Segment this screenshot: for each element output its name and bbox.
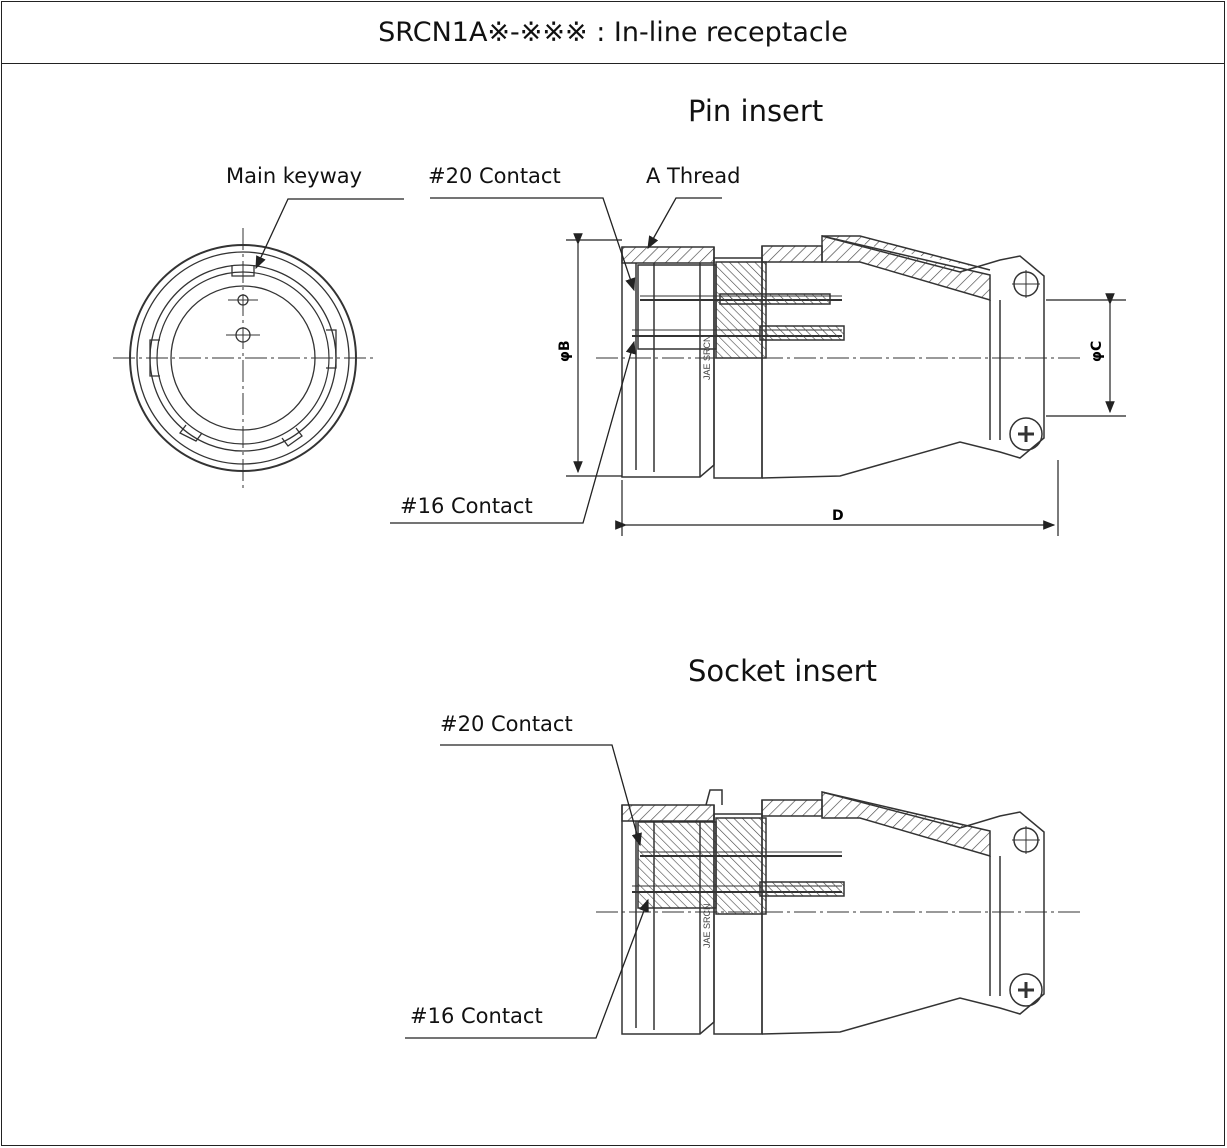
dimension-phi-c: φC (1089, 341, 1105, 362)
dimension-d: D (832, 508, 844, 524)
pin-contact16-label: #16 Contact (400, 494, 533, 518)
pin-dimension-lines (566, 233, 1126, 536)
main-keyway-leader (255, 198, 404, 270)
title-bar: SRCN1A※-※※※ : In-line receptacle (2, 2, 1224, 64)
socket-contact16-label: #16 Contact (410, 1004, 543, 1028)
pin-insert-heading: Pin insert (688, 94, 824, 128)
socket-contact20-label: #20 Contact (440, 712, 573, 736)
socket-contact20-leader (440, 744, 642, 847)
front-view (113, 228, 375, 490)
pin-contact20-leader (430, 197, 636, 292)
a-thread-label: A Thread (646, 164, 741, 188)
main-keyway-label: Main keyway (226, 164, 363, 188)
drawing-title: SRCN1A※-※※※ : In-line receptacle (378, 17, 848, 48)
pin-contact20-label: #20 Contact (428, 164, 561, 188)
socket-contact16-leader (405, 898, 649, 1039)
socket-insert-side-view (596, 789, 1080, 1035)
pin-contact16-leader (390, 340, 636, 524)
pin-insert-side-view (596, 235, 1080, 479)
dimension-phi-b: φB (557, 340, 573, 362)
socket-body-marking: JAE SRCN (702, 903, 712, 948)
pin-a-thread-leader (647, 197, 722, 250)
socket-insert-heading: Socket insert (688, 654, 877, 688)
pin-body-marking: JAE SRCN (702, 335, 712, 380)
